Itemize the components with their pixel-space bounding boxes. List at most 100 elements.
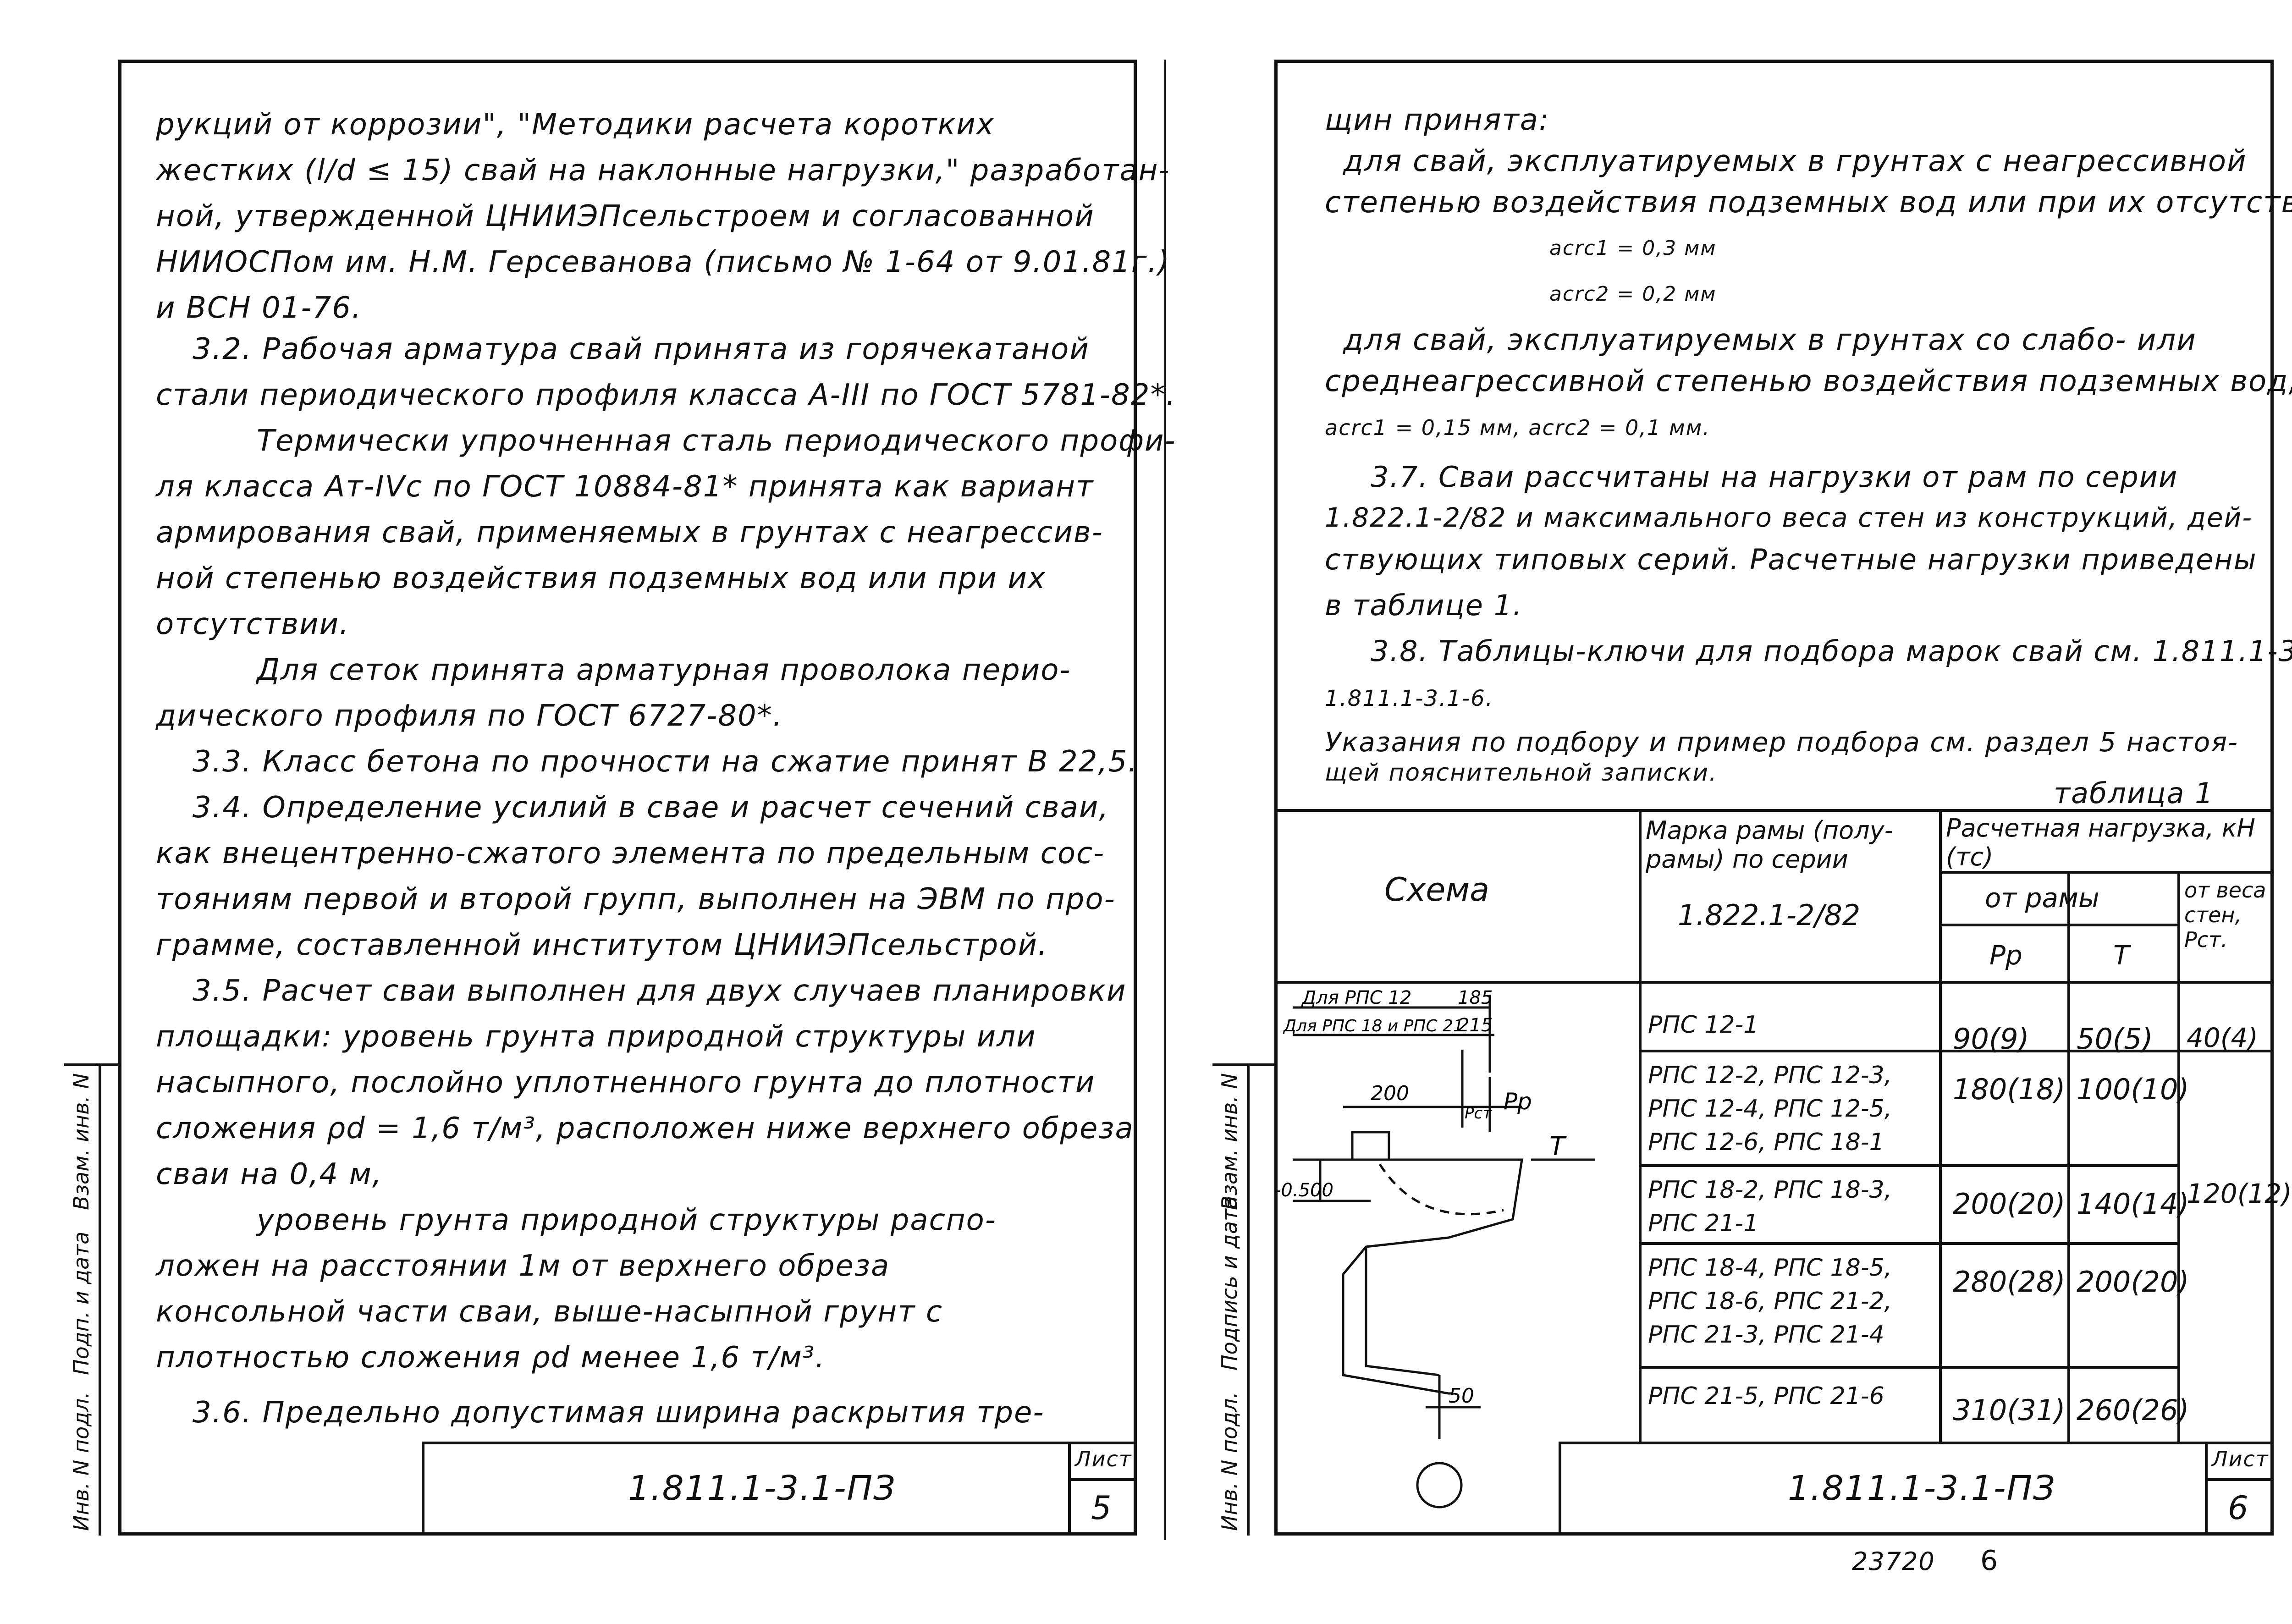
left-text-line: тояниям первой и второй групп, выполнен … [156, 882, 1116, 916]
right-side-label-2: Подпись и дата [1217, 1195, 1242, 1371]
left-text-line: армирования свай, применяемых в грунтах … [156, 516, 1103, 550]
diagram-dim-50: 50 [1449, 1384, 1474, 1408]
left-text-line: 3.3. Класс бетона по прочности на сжатие… [193, 745, 1138, 779]
left-doc-code: 1.811.1-3.1-ПЗ [628, 1469, 896, 1508]
table-header-bottom [1274, 981, 2274, 984]
left-text-line: сложения ρd = 1,6 т/м³, расположен ниже … [156, 1112, 1134, 1145]
table-header-series: 1.822.1-2/82 [1678, 898, 1861, 932]
right-sheet-label: Лист [2212, 1447, 2269, 1471]
right-stamp-divider [2205, 1442, 2208, 1536]
table-frame-divider [1939, 924, 2177, 926]
left-side-label-1: Инв. N подл. [69, 1392, 94, 1531]
table-row-mark: РПС 21-5, РПС 21-6 [1648, 1382, 1884, 1410]
left-stamp-hdivider [1068, 1478, 1137, 1481]
right-text-line: для свай, эксплуатируемых в грунтах со с… [1343, 323, 2197, 357]
left-text-line: ля класса Ат-IVс по ГОСТ 10884-81* приня… [156, 470, 1094, 504]
table-header-wall: от веса стен, Рст. [2184, 878, 2266, 952]
table-header-load: Расчетная нагрузка, кН (тс) [1946, 814, 2255, 871]
table-row-mark: РПС 18-4, РПС 18-5, РПС 18-6, РПС 21-2, … [1648, 1254, 1892, 1349]
table-caption: таблица 1 [2054, 776, 2214, 810]
right-text-line: 3.7. Сваи рассчитаны на нагрузки от рам … [1371, 460, 2178, 494]
right-text-line: 1.822.1-2/82 и максимального веса стен и… [1325, 502, 2253, 533]
diagram-label-rps18: Для РПС 18 и РПС 21 [1283, 1017, 1464, 1035]
left-side-strip-top [64, 1063, 119, 1066]
right-text-line: аcrc1 = 0,3 мм [1549, 237, 1717, 260]
right-text-line: 1.811.1-3.1-6. [1325, 686, 1493, 711]
left-sheet-label: Лист [1075, 1447, 1132, 1471]
left-title-block [422, 1442, 1137, 1536]
left-text-line: 3.6. Предельно допустимая ширина раскрыт… [193, 1396, 1045, 1430]
table-row-pp: 180(18) [1953, 1073, 2066, 1106]
table-row-pp: 310(31) [1953, 1393, 2066, 1427]
left-text-line: НИИОСПом им. Н.М. Герсеванова (письмо № … [156, 245, 1170, 279]
left-text-line: ной, утвержденной ЦНИИЭПсельстроем и сог… [156, 199, 1095, 233]
diagram-level: -0.500 [1274, 1180, 1333, 1201]
diagram-label-rps12: Для РПС 12 [1301, 987, 1411, 1008]
left-stamp-divider [1068, 1442, 1071, 1536]
table-header-schema: Схема [1384, 871, 1490, 908]
left-text-line: дического профиля по ГОСТ 6727-80*. [156, 699, 783, 733]
right-text-line: в таблице 1. [1325, 589, 1523, 622]
table-row-wall: 40(4) [2187, 1022, 2258, 1053]
table-load-divider [1939, 871, 2274, 874]
diagram-dim-215: 215 [1458, 1015, 1493, 1036]
table-row-t: 260(26) [2077, 1393, 2189, 1427]
left-text-line: стали периодического профиля класса А-II… [156, 378, 1176, 412]
left-text-line: жестких (l/d ≤ 15) свай на наклонные наг… [156, 154, 1170, 187]
left-side-label-2: Подп. и дата [69, 1231, 94, 1375]
table-col-mark [1939, 809, 1942, 1442]
left-text-line: уровень грунта природной структуры распо… [257, 1203, 997, 1237]
right-text-line: среднеагрессивной степенью воздействия п… [1325, 364, 2292, 398]
table-row-pp: 200(20) [1953, 1187, 2066, 1221]
diagram-label-pst: Рст [1465, 1104, 1492, 1123]
table-row-mark: РПС 12-1 [1648, 1011, 1759, 1039]
table-top [1274, 809, 2274, 812]
table-row-t: 140(14) [2077, 1187, 2189, 1221]
table-header-pp: Рр [1989, 940, 2022, 971]
left-text-line: рукций от коррозии", "Методики расчета к… [156, 108, 995, 142]
diagram-dim-200: 200 [1371, 1082, 1409, 1105]
left-text-line: ложен на расстоянии 1м от верхнего обрез… [156, 1249, 890, 1283]
left-text-line: как внецентренно-сжатого элемента по пре… [156, 837, 1105, 870]
left-sheet-number: 5 [1091, 1489, 1113, 1527]
table-header-mark: Марка рамы (полу-рамы) по серии [1646, 816, 1894, 874]
left-text-line: и ВСН 01-76. [156, 291, 362, 325]
left-text-line: ной степенью воздействия подземных вод и… [156, 562, 1046, 595]
left-text-line: грамме, составленной институтом ЦНИИЭПсе… [156, 928, 1048, 962]
left-text-line: плотностью сложения ρd менее 1,6 т/м³. [156, 1341, 826, 1375]
right-text-line: 3.8. Таблицы-ключи для подбора марок сва… [1371, 634, 2292, 668]
right-side-strip-top [1212, 1063, 1277, 1066]
diagram-label-t: Т [1549, 1132, 1567, 1162]
table-row-t: 50(5) [2077, 1022, 2153, 1056]
footer-number: 23720 [1852, 1547, 1935, 1576]
left-text-line: сваи на 0,4 м, [156, 1157, 383, 1191]
table-col-schema [1639, 809, 1642, 1442]
right-side-label-1: Инв. N подл. [1217, 1392, 1242, 1531]
left-text-line: площадки: уровень грунта природной струк… [156, 1020, 1036, 1054]
right-text-line: для свай, эксплуатируемых в грунтах с не… [1343, 144, 2247, 178]
footer-page: 6 [1980, 1545, 1999, 1577]
right-side-label-3: Взам. инв. N [1217, 1073, 1242, 1210]
left-side-label-3: Взам. инв. N [69, 1073, 94, 1210]
page-divider [1164, 60, 1166, 1540]
right-side-strip-line [1247, 1063, 1250, 1536]
diagram-dim-185: 185 [1458, 987, 1493, 1008]
left-text-line: Для сеток принята арматурная проволока п… [257, 653, 1071, 687]
right-text-line: аcrc2 = 0,2 мм [1549, 282, 1717, 306]
table-row-mark: РПС 12-2, РПС 12-3, РПС 12-4, РПС 12-5, … [1648, 1062, 1892, 1156]
table-col-pp [2067, 871, 2070, 1442]
table-header-t: Т [2113, 940, 2130, 971]
right-text-line: Указания по подбору и пример подбора см.… [1325, 727, 2239, 758]
left-text-line: насыпного, послойно уплотненного грунта … [156, 1066, 1096, 1100]
right-text-line: степенью воздействия подземных вод или п… [1325, 186, 2292, 220]
diagram-label-pp: Рр [1504, 1088, 1532, 1115]
table-row-pp: 90(9) [1953, 1022, 2029, 1056]
left-text-line: отсутствии. [156, 607, 350, 641]
right-sheet-number: 6 [2228, 1489, 2249, 1527]
table-row-mark: РПС 18-2, РПС 18-3, РПС 21-1 [1648, 1176, 1892, 1237]
table-col-t [2177, 871, 2180, 1442]
left-text-line: консольной части сваи, выше-насыпной гру… [156, 1295, 943, 1329]
left-side-strip-line [99, 1063, 101, 1536]
table-row2-bottom [1639, 1164, 2177, 1167]
right-title-block [1559, 1442, 2274, 1536]
